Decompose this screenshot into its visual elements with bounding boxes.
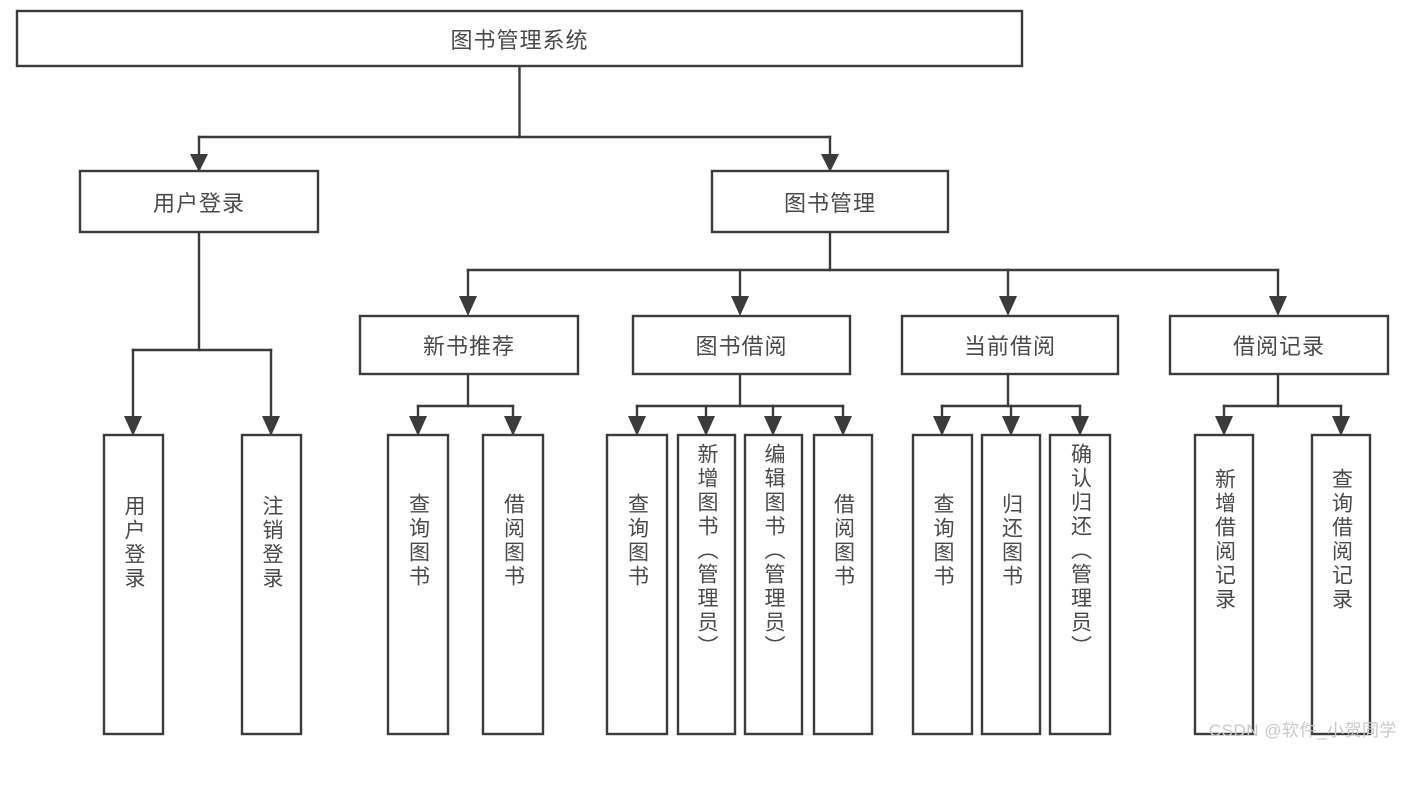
connector-group-book-manage	[459, 230, 1287, 316]
arrowhead-bm-current-borrow	[999, 296, 1017, 316]
node-box-leaf-query-record[interactable]	[1310, 433, 1372, 736]
connector-group-user-login	[124, 230, 280, 436]
node-box-leaf-add-book[interactable]	[676, 433, 737, 736]
node-box-new-book-recommend[interactable]	[358, 314, 580, 376]
node-box-leaf-logout[interactable]	[240, 433, 303, 736]
arrowhead-bb-leaf1	[628, 416, 646, 436]
connector-group-book-borrow	[628, 372, 852, 436]
node-box-borrow-record[interactable]	[1168, 314, 1390, 376]
arrowhead-cb-leaf1	[933, 416, 951, 436]
arrowhead-user-login-leaf1	[124, 416, 142, 436]
node-box-leaf-borrow-book-2[interactable]	[812, 433, 874, 736]
connector-group-borrow-record	[1215, 372, 1350, 436]
arrowhead-bm-new-book	[459, 296, 477, 316]
node-box-book-manage[interactable]	[710, 169, 950, 234]
arrowhead-br-leaf2	[1332, 416, 1350, 436]
connector-group-current-borrow	[933, 372, 1089, 436]
arrowhead-bb-leaf4	[834, 416, 852, 436]
node-box-leaf-query-book-2[interactable]	[605, 433, 669, 736]
watermark-text: CSDN @软件_小贺同学	[1208, 721, 1397, 740]
arrowhead-root-to-book-manage	[821, 154, 839, 172]
node-box-current-borrow[interactable]	[900, 314, 1120, 376]
node-box-leaf-query-book-1[interactable]	[386, 433, 450, 736]
arrowhead-cb-leaf3	[1071, 416, 1089, 436]
node-box-leaf-user-login[interactable]	[102, 433, 165, 736]
arrowhead-root-to-user-login	[190, 154, 208, 172]
tree-diagram-svg	[15, 9, 1390, 736]
node-box-leaf-edit-book[interactable]	[743, 433, 804, 736]
diagram-canvas: 图书管理系统 用户登录 图书管理 新书推荐 图书借阅 当前借阅 借阅记录 用户登…	[15, 9, 1397, 740]
node-box-root[interactable]	[15, 9, 1024, 68]
connector-group-new-book-recommend	[409, 372, 522, 436]
arrowhead-bb-leaf2	[697, 416, 715, 436]
arrowhead-nbr-leaf2	[504, 416, 522, 436]
arrowhead-br-leaf1	[1215, 416, 1233, 436]
node-box-book-borrow[interactable]	[631, 314, 852, 376]
node-box-leaf-add-record[interactable]	[1193, 433, 1255, 736]
node-box-leaf-query-book-3[interactable]	[911, 433, 974, 736]
node-box-leaf-return-book[interactable]	[980, 433, 1042, 736]
node-box-user-login[interactable]	[78, 169, 320, 234]
node-box-leaf-confirm-return[interactable]	[1048, 433, 1112, 736]
arrowhead-bm-borrow-record	[1269, 296, 1287, 316]
arrowhead-cb-leaf2	[1002, 416, 1020, 436]
arrowhead-bb-leaf3	[764, 416, 782, 436]
connector-group-root	[190, 64, 839, 172]
arrowhead-bm-book-borrow	[731, 296, 749, 316]
arrowhead-nbr-leaf1	[409, 416, 427, 436]
arrowhead-user-login-leaf2	[262, 416, 280, 436]
node-box-leaf-borrow-book-1[interactable]	[481, 433, 545, 736]
